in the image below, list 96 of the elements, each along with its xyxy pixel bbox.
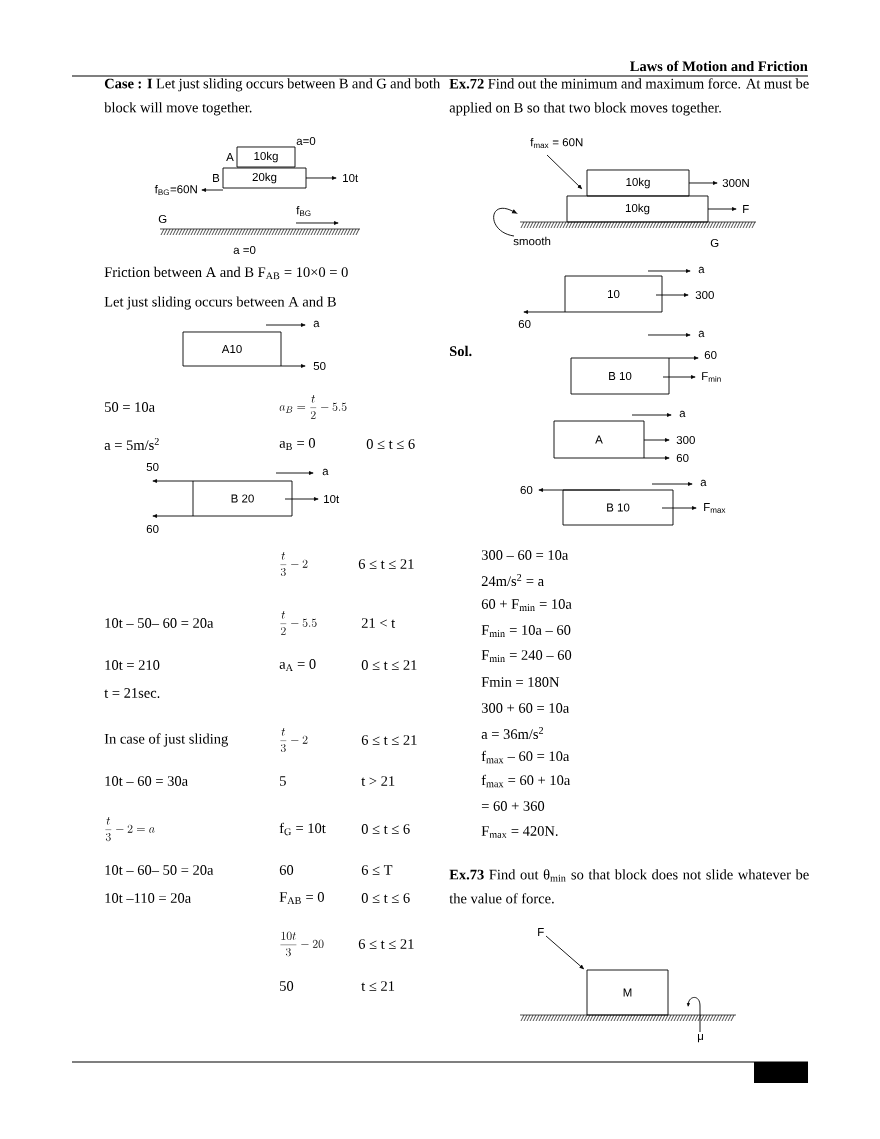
diagram-label: a bbox=[679, 410, 686, 418]
formula: $\frac{10t}{3} - 20$ bbox=[280, 931, 324, 957]
text-line: F$_{max}$ = 420N. bbox=[481, 826, 558, 838]
heading: Sol. bbox=[450, 345, 472, 357]
diagram-label: f$_{max}$ = 60N bbox=[530, 137, 583, 149]
diagram-label: 10t bbox=[324, 494, 340, 504]
diagram-label: F$_{min}$ bbox=[702, 372, 721, 382]
text-line: = 60 + 360 bbox=[481, 801, 545, 811]
diagram-label: 60 bbox=[704, 350, 717, 360]
text-line: a = 36m/s$^{2}$ bbox=[481, 726, 544, 740]
diagram-label: a bbox=[313, 320, 320, 328]
diagram-label: 60 bbox=[676, 453, 689, 463]
block: A bbox=[553, 420, 645, 459]
paragraph: Case : I Let just sliding occurs between B and G and both block will move together. bbox=[104, 78, 441, 116]
text-line: Let just sliding occurs between A and B bbox=[104, 296, 336, 310]
block: 10kg bbox=[566, 195, 709, 223]
text-line: a = 5m/s$^{2}$ bbox=[104, 437, 159, 451]
text-line: 50 bbox=[280, 981, 294, 991]
block: B 20 bbox=[192, 480, 293, 517]
diagram-label: μ bbox=[698, 1033, 703, 1043]
block: B 10 bbox=[562, 489, 674, 526]
diagram-label: a=0 bbox=[296, 136, 316, 146]
diagram-label: 60 bbox=[146, 524, 159, 534]
block-label: B bbox=[213, 174, 220, 182]
text-line: F$_{min}$ = 10a – 60 bbox=[481, 625, 571, 637]
text-line: 6 ≤ t ≤ 21 bbox=[361, 735, 417, 745]
diagram-label: G bbox=[158, 214, 167, 224]
diagram-label: f$_{BG}$=60N bbox=[154, 184, 197, 196]
diagram-label: F$_{max}$ bbox=[704, 503, 726, 513]
text-line: F$_{AB}$ = 0 bbox=[279, 892, 324, 904]
text-line: 0 ≤ t ≤ 21 bbox=[361, 660, 417, 670]
block: B 10 bbox=[570, 357, 670, 395]
diagram-label: F bbox=[743, 205, 749, 213]
text-line: 10t = 210 bbox=[105, 660, 160, 670]
text-line: 10t – 50– 60 = 20a bbox=[105, 618, 214, 628]
text-line: t ≤ 21 bbox=[361, 981, 395, 991]
text-line: 60 + F$_{min}$ = 10a bbox=[481, 599, 572, 611]
text-line: 6 ≤ t ≤ 21 bbox=[358, 939, 414, 949]
text-line: a$_{B}$ = 0 bbox=[279, 438, 315, 450]
text-line: 21 < t bbox=[361, 618, 396, 628]
diagram-label: 50 bbox=[313, 361, 326, 371]
diagram-label: 300N bbox=[722, 178, 749, 188]
text-line: Friction between A and B F$_{AB}$ = 10×0 = 0 bbox=[104, 266, 348, 280]
text-line: 10t – 60– 50 = 20a bbox=[105, 865, 214, 875]
text-line: F$_{min}$ = 240 – 60 bbox=[481, 650, 572, 662]
diagram-label: 10t bbox=[343, 173, 359, 183]
diagram-label: F bbox=[538, 928, 544, 936]
block: M bbox=[586, 969, 669, 1016]
block: 20kg bbox=[222, 167, 307, 189]
formula: $a_{B} = \frac{t}{2} - 5.5$ bbox=[279, 395, 347, 419]
diagram-label: 300 bbox=[676, 435, 695, 445]
text-line: 24m/s$^{2}$ = a bbox=[481, 573, 544, 587]
page-header: Laws of Motion and Friction bbox=[630, 60, 808, 72]
text-line: 60 bbox=[279, 865, 294, 875]
diagram-label: a =0 bbox=[233, 245, 256, 255]
text-line: 300 – 60 = 10a bbox=[481, 550, 569, 560]
block: 10kg bbox=[586, 169, 690, 197]
text-line: t = 21sec. bbox=[104, 688, 160, 698]
diagram-label: 60 bbox=[520, 485, 533, 495]
text-line: 50 = 10a bbox=[105, 402, 155, 412]
text-line: 10t –110 = 20a bbox=[105, 893, 191, 903]
text-line: 0 ≤ t ≤ 6 bbox=[361, 824, 410, 834]
block: 10 bbox=[564, 275, 663, 313]
formula: $\frac{t}{2} - 5.5$ bbox=[280, 611, 317, 635]
text-line: t > 21 bbox=[361, 776, 395, 786]
diagram-label: smooth bbox=[513, 236, 551, 246]
diagram-label: f$_{BG}$ bbox=[296, 205, 311, 217]
diagram-label: a bbox=[700, 479, 707, 487]
diagram-label: 60 bbox=[518, 319, 531, 329]
text-line: Fmin = 180N bbox=[481, 677, 560, 687]
text-line: In case of just sliding bbox=[104, 733, 228, 747]
diagram-label: a bbox=[322, 468, 329, 476]
block: A10 bbox=[182, 331, 282, 367]
diagram-label: 50 bbox=[146, 462, 159, 472]
paragraph: Ex.73 Find out θ$_{min}$ so that block does not slide whatever be the value of force. bbox=[449, 869, 809, 904]
formula: $\frac{t}{3} - 2$ bbox=[280, 728, 308, 753]
text-line: 0 ≤ t ≤ 6 bbox=[366, 439, 415, 449]
formula: $\frac{t}{3} - 2 = a$ bbox=[105, 817, 155, 842]
diagram-label: 300 bbox=[695, 290, 714, 300]
block-label: A bbox=[226, 153, 234, 161]
text-line: f$_{G}$ = 10t bbox=[279, 822, 326, 836]
diagram-label: a bbox=[698, 330, 705, 338]
text-line: 300 + 60 = 10a bbox=[481, 703, 570, 713]
text-line: 10t – 60 = 30a bbox=[105, 776, 188, 786]
text-line: f$_{max}$ = 60 + 10a bbox=[481, 774, 571, 788]
block: 10kg bbox=[236, 146, 296, 168]
diagram-label: a bbox=[698, 266, 705, 274]
text-line: a$_{A}$ = 0 bbox=[279, 659, 316, 671]
formula: $\frac{t}{3} - 2$ bbox=[280, 552, 308, 577]
text-line: 6 ≤ t ≤ 21 bbox=[358, 559, 414, 569]
text-line: 6 ≤ T bbox=[361, 865, 393, 875]
text-line: 0 ≤ t ≤ 6 bbox=[361, 893, 410, 903]
paragraph: Ex.72 Find out the minimum and maximum force. At must be applied on B so that two block moves together. bbox=[449, 78, 809, 116]
text-line: f$_{max}$ – 60 = 10a bbox=[481, 750, 570, 764]
diagram-label: G bbox=[710, 238, 719, 248]
text-line: 5 bbox=[280, 776, 286, 786]
